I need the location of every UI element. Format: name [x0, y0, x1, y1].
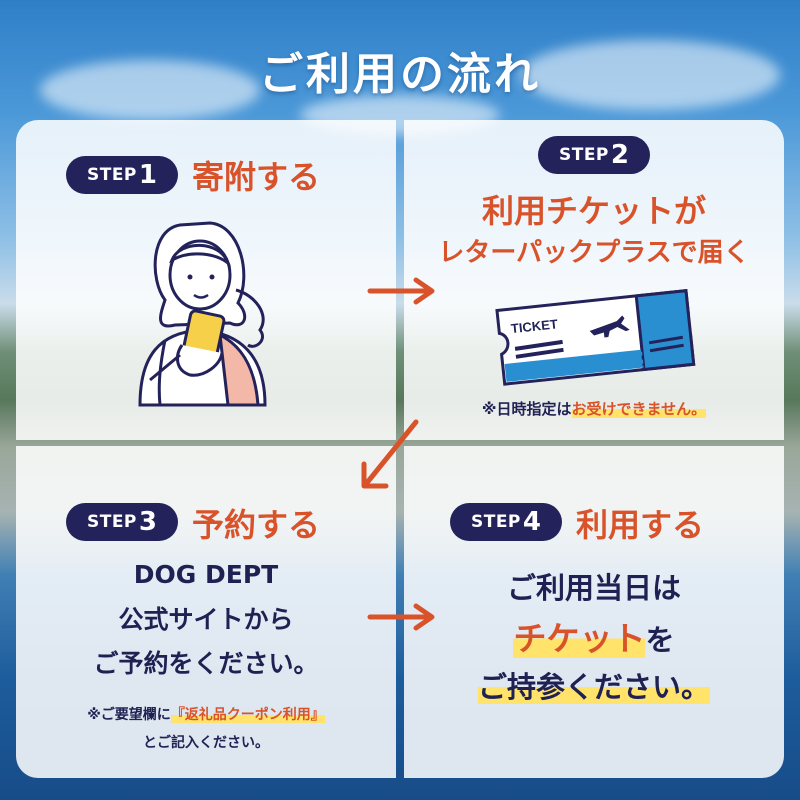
airplane-icon	[589, 315, 630, 338]
step4-panel	[404, 446, 784, 778]
arrow-right-icon	[367, 277, 435, 305]
step2-heading-line2: レターパックプラスで届く	[438, 238, 750, 268]
step2-note: ※日時指定はお受けできません。	[404, 398, 784, 419]
step4-body-highlight: チケット	[513, 619, 646, 658]
background-cloud	[520, 40, 780, 110]
step3-body-line1: DOG DEPT	[133, 560, 279, 589]
step-word: STEP	[558, 145, 609, 165]
page-title: ご利用の流れ	[259, 49, 541, 100]
step4-body-line3-text: ご持参ください。	[477, 670, 710, 704]
arrow-down-left-icon	[361, 419, 419, 489]
step3-body-line2: 公式サイトから	[118, 605, 294, 634]
step4-body-line3: ご持参ください。	[404, 664, 784, 706]
step4-body-line1: ご利用当日は	[506, 571, 681, 605]
step2-note-prefix: ※日時指定は	[481, 400, 572, 418]
step-word: STEP	[470, 512, 521, 532]
step3-body-line3: ご予約をください。	[93, 649, 319, 678]
step3-note-line1: ※ご要望欄に『返礼品クーポン利用』	[16, 704, 396, 724]
step-number: 1	[138, 160, 157, 190]
step4-body-suffix: を	[645, 623, 675, 657]
ticket-label: TICKET	[510, 316, 558, 336]
step-word: STEP	[86, 512, 137, 532]
step3-note-highlight: 『返礼品クーポン利用』	[170, 707, 325, 723]
step1-heading: 寄附する	[192, 158, 321, 196]
step3-note-prefix: ※ご要望欄に	[87, 707, 171, 723]
step-number: 3	[138, 507, 157, 537]
woman-with-phone-illustration	[138, 221, 267, 407]
step4-heading: 利用する	[576, 506, 705, 544]
step-word: STEP	[86, 165, 137, 185]
step-number: 4	[522, 507, 541, 537]
step2-heading-line1: 利用チケットが	[481, 192, 706, 230]
step2-note-highlight: お受けできません。	[571, 400, 707, 418]
step3-heading: 予約する	[192, 506, 321, 544]
step4-body-line2: チケットを	[404, 612, 784, 660]
arrow-right-icon	[367, 603, 435, 631]
ticket-illustration: TICKET	[495, 289, 696, 386]
background-cloud	[40, 60, 260, 120]
step3-note-line2: とご記入ください。	[143, 735, 269, 751]
step-number: 2	[610, 140, 629, 170]
